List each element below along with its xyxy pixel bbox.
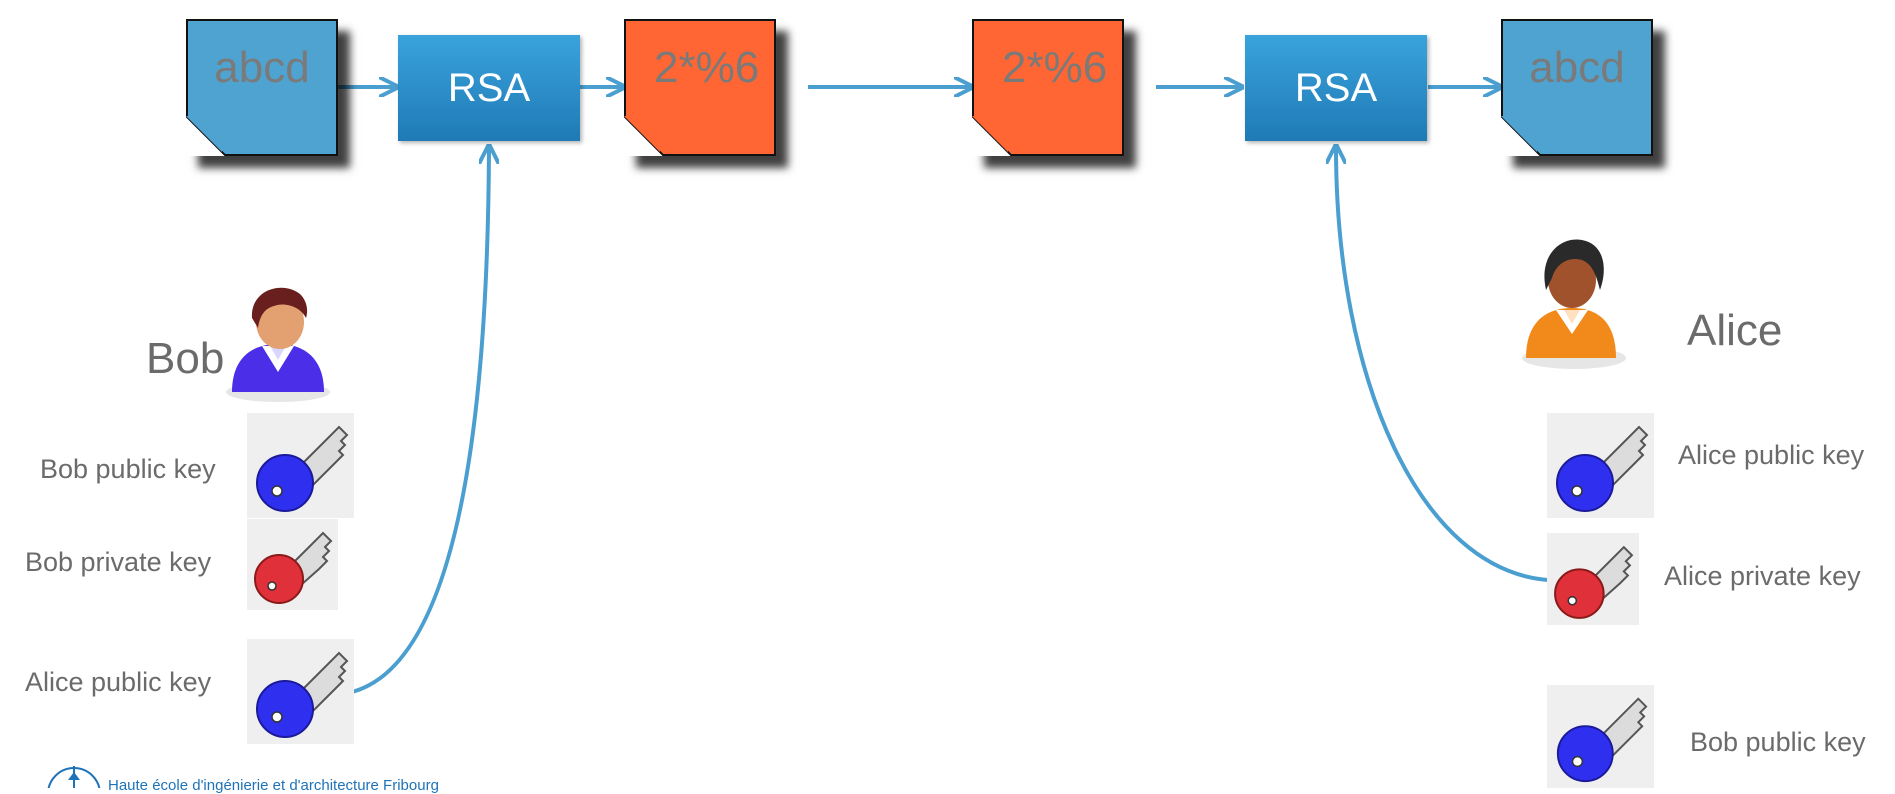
alice-key-label-1: Alice public key	[1678, 440, 1865, 470]
page-fold-icon	[972, 116, 1012, 156]
rsa-encrypt-box: RSA	[398, 35, 580, 141]
rsa-right-label: RSA	[1294, 65, 1378, 110]
bob-person-icon	[226, 287, 330, 402]
alice-person-icon	[1522, 239, 1626, 369]
alice-key-label-3: Bob public key	[1690, 727, 1866, 757]
plaintext-left-text: abcd	[214, 43, 310, 92]
alice-key-label-2: Alice private key	[1664, 561, 1861, 591]
bob-key-label-3: Alice public key	[25, 667, 212, 697]
red-key-icon	[254, 531, 333, 604]
red-key-icon	[1554, 545, 1634, 619]
ciphertext-document-right: 2*%6	[972, 19, 1124, 156]
cipher-right-text: 2*%6	[1002, 43, 1108, 92]
bob-key-label-1: Bob public key	[40, 454, 216, 484]
arrow-alice-private-key-to-rsa	[1336, 148, 1549, 582]
page-fold-icon	[1501, 116, 1541, 156]
plaintext-document-right: abcd	[1501, 19, 1653, 156]
plaintext-right-text: abcd	[1529, 43, 1625, 92]
arrow-alice-public-key-to-rsa	[351, 148, 489, 694]
rsa-decrypt-box: RSA	[1245, 35, 1427, 141]
alice-name: Alice	[1687, 306, 1783, 355]
blue-key-icon	[1556, 697, 1648, 783]
blue-key-icon	[256, 425, 349, 512]
school-logo-icon	[47, 766, 101, 788]
cipher-left-text: 2*%6	[654, 43, 760, 92]
footer-text: Haute école d'ingénierie et d'architectu…	[108, 777, 439, 794]
rsa-left-label: RSA	[447, 65, 531, 110]
blue-key-icon	[256, 651, 349, 738]
bob-name: Bob	[146, 334, 225, 383]
blue-key-icon	[1556, 425, 1649, 512]
page-fold-icon	[624, 116, 664, 156]
page-fold-icon	[186, 116, 226, 156]
bob-key-label-2: Bob private key	[25, 547, 212, 577]
plaintext-document-left: abcd	[186, 19, 338, 156]
ciphertext-document-left: 2*%6	[624, 19, 776, 156]
